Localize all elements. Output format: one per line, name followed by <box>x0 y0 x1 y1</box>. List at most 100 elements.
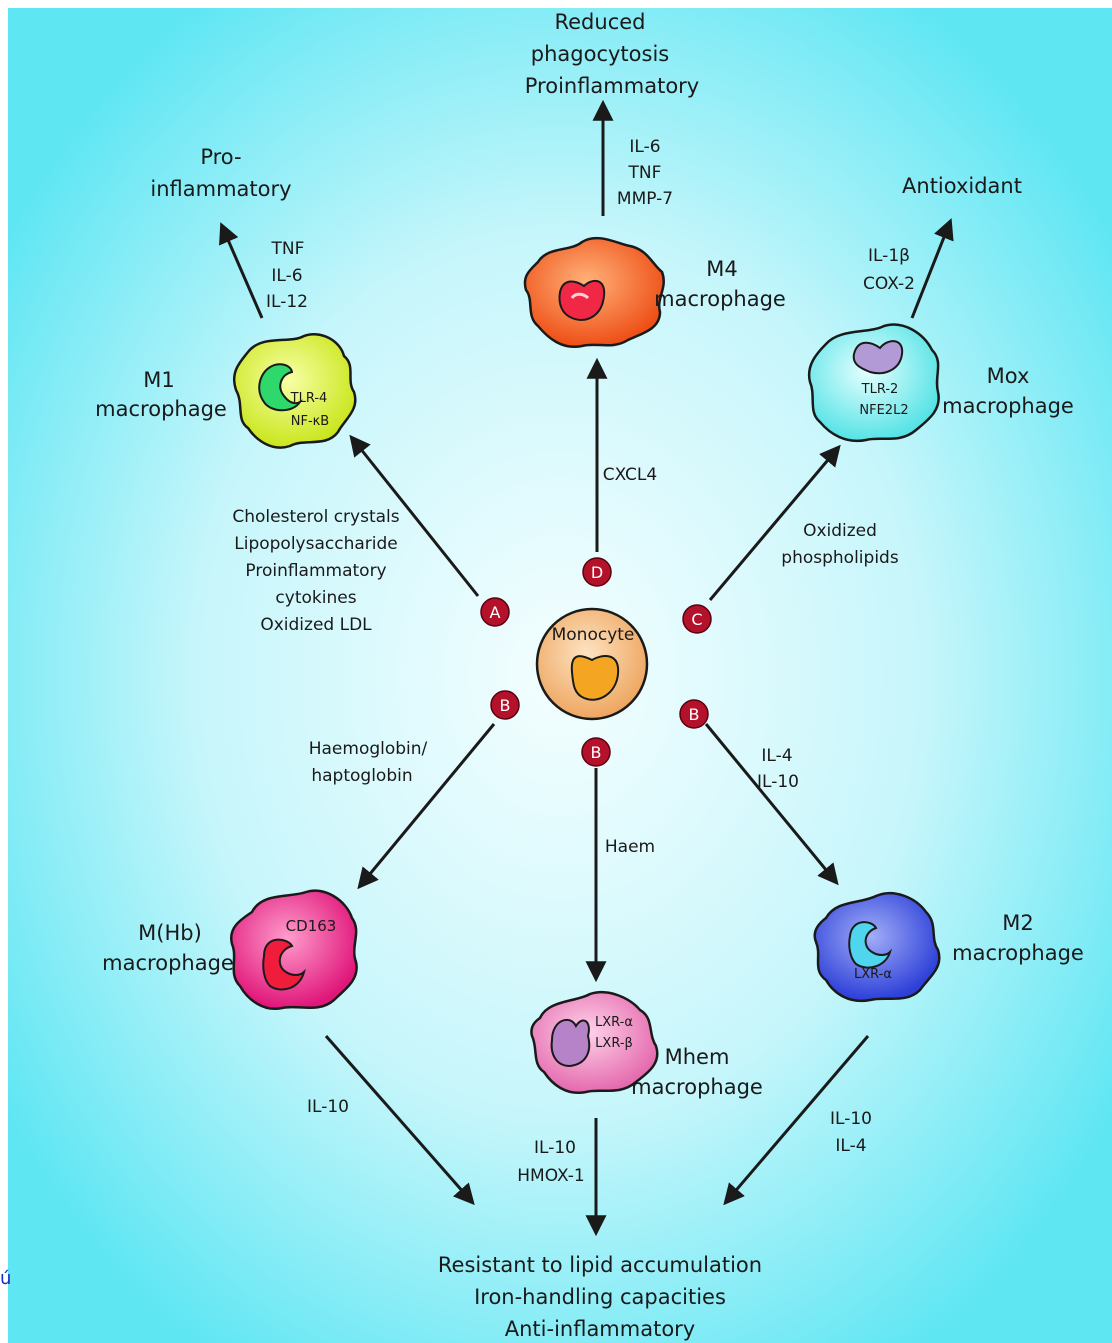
m1-receptor-2: NF-κB <box>291 414 329 429</box>
svg-text:macrophage: macrophage <box>942 394 1074 418</box>
m1-macrophage-cell: TLR-4 NF-κB <box>232 333 357 449</box>
mhem-name: Mhem macrophage <box>631 1045 763 1099</box>
svg-text:IL-1β: IL-1β <box>868 246 910 266</box>
mhb-nucleus <box>262 938 306 991</box>
mhem-nucleus <box>550 1018 591 1068</box>
svg-text:Pro-: Pro- <box>200 145 241 169</box>
svg-text:M(Hb): M(Hb) <box>138 921 202 945</box>
svg-text:COX-2: COX-2 <box>863 274 915 294</box>
m1-receptor-1: TLR-4 <box>290 391 328 406</box>
m2-nucleus <box>848 921 893 969</box>
svg-text:phospholipids: phospholipids <box>781 548 899 568</box>
svg-text:Mox: Mox <box>987 364 1030 388</box>
bottom-outcome: Resistant to lipid accumulation Iron-han… <box>438 1253 762 1341</box>
m2-name: M2 macrophage <box>952 911 1084 965</box>
arrow-m2-bottom <box>723 1035 870 1206</box>
mhem-inducer: Haem <box>605 837 655 857</box>
svg-text:M4: M4 <box>706 257 737 281</box>
svg-text:IL-10: IL-10 <box>757 772 799 792</box>
arrows <box>219 99 954 1237</box>
svg-text:haptoglobin: haptoglobin <box>311 766 412 786</box>
svg-text:IL-6: IL-6 <box>271 266 302 286</box>
svg-text:macrophage: macrophage <box>952 941 1084 965</box>
svg-text:Oxidized: Oxidized <box>803 521 877 541</box>
svg-text:IL-4: IL-4 <box>761 746 792 766</box>
m2-outputs: IL-10 IL-4 <box>830 1109 872 1156</box>
svg-text:Anti-inflammatory: Anti-inflammatory <box>505 1317 696 1341</box>
svg-text:cytokines: cytokines <box>275 588 356 608</box>
svg-text:macrophage: macrophage <box>95 397 227 421</box>
mhem-outputs: IL-10 HMOX-1 <box>517 1138 585 1186</box>
svg-text:TNF: TNF <box>271 239 305 259</box>
m1-outcome: Pro- inflammatory <box>150 145 291 201</box>
svg-text:Resistant to lipid accumulatio: Resistant to lipid accumulation <box>438 1253 762 1277</box>
monocyte-nucleus <box>570 654 620 701</box>
mox-outcome: Antioxidant <box>902 174 1022 198</box>
svg-text:Cholesterol crystals: Cholesterol crystals <box>232 507 399 527</box>
mhem-receptor-1: LXR-α <box>595 1015 633 1030</box>
mhem-receptor-2: LXR-β <box>595 1036 633 1051</box>
svg-text:inflammatory: inflammatory <box>150 177 291 201</box>
svg-text:M2: M2 <box>1002 911 1033 935</box>
mox-inducers: Oxidized phospholipids <box>781 521 899 568</box>
svg-text:IL-12: IL-12 <box>266 292 308 312</box>
svg-text:IL-4: IL-4 <box>835 1136 866 1156</box>
mox-outputs: IL-1β COX-2 <box>863 246 915 294</box>
svg-text:A: A <box>490 603 501 622</box>
svg-text:B: B <box>689 705 700 724</box>
mhb-output: IL-10 <box>307 1097 349 1117</box>
svg-text:IL-6: IL-6 <box>629 137 660 157</box>
svg-text:MMP-7: MMP-7 <box>617 189 673 209</box>
svg-text:IL-10: IL-10 <box>830 1109 872 1129</box>
m4-outputs: IL-6 TNF MMP-7 <box>617 137 673 209</box>
arrow-m1-outcome <box>219 222 264 319</box>
svg-text:Lipopolysaccharide: Lipopolysaccharide <box>234 534 397 554</box>
svg-text:D: D <box>591 563 603 582</box>
svg-text:HMOX-1: HMOX-1 <box>517 1166 585 1186</box>
svg-text:macrophage: macrophage <box>654 287 786 311</box>
badge-b-center: B <box>581 737 611 767</box>
svg-text:Proinflammatory: Proinflammatory <box>525 74 699 98</box>
svg-text:B: B <box>591 743 602 762</box>
mox-receptor-1: TLR-2 <box>861 382 899 397</box>
monocyte-cell: Monocyte <box>535 607 649 721</box>
arrow-b-to-mhb <box>357 723 496 890</box>
svg-text:Haemoglobin/: Haemoglobin/ <box>309 739 428 759</box>
m4-name: M4 macrophage <box>654 257 786 311</box>
m2-macrophage-cell: LXR-α <box>813 891 941 1003</box>
m1-nucleus <box>258 363 303 412</box>
mox-name: Mox macrophage <box>942 364 1074 418</box>
arrow-c-to-mox <box>708 444 841 601</box>
badge-b-right: B <box>679 699 709 729</box>
svg-text:Reduced: Reduced <box>554 10 645 34</box>
m2-receptor: LXR-α <box>854 967 892 982</box>
mhb-receptor: CD163 <box>286 917 337 935</box>
badge-a: A <box>480 597 510 627</box>
arrow-mox-outcome <box>910 218 954 319</box>
m1-name: M1 macrophage <box>95 368 227 421</box>
svg-text:Oxidized LDL: Oxidized LDL <box>260 615 372 635</box>
stray-character: ú <box>0 1268 12 1289</box>
svg-text:Iron-handling capacities: Iron-handling capacities <box>474 1285 726 1309</box>
arrow-a-to-m1 <box>349 434 480 597</box>
m2-inducers: IL-4 IL-10 <box>757 746 799 792</box>
svg-text:TNF: TNF <box>628 163 662 183</box>
svg-text:macrophage: macrophage <box>102 951 234 975</box>
mox-receptor-2: NFE2L2 <box>859 403 908 418</box>
mhb-name: M(Hb) macrophage <box>102 921 234 975</box>
mox-macrophage-cell: TLR-2 NFE2L2 <box>807 323 940 443</box>
mhb-inducers: Haemoglobin/ haptoglobin <box>309 739 428 786</box>
m4-macrophage-cell <box>523 236 665 349</box>
mhem-macrophage-cell: LXR-α LXR-β <box>530 991 659 1095</box>
m4-outcome: Reduced phagocytosis Proinflammatory <box>525 10 699 98</box>
arrow-mhb-bottom <box>324 1035 475 1206</box>
svg-text:B: B <box>500 696 511 715</box>
svg-text:C: C <box>691 610 702 629</box>
svg-text:M1: M1 <box>143 368 174 392</box>
svg-text:Mhem: Mhem <box>665 1045 730 1069</box>
svg-text:macrophage: macrophage <box>631 1075 763 1099</box>
badge-d: D <box>582 557 612 587</box>
mox-nucleus <box>852 340 904 375</box>
svg-text:IL-10: IL-10 <box>534 1138 576 1158</box>
